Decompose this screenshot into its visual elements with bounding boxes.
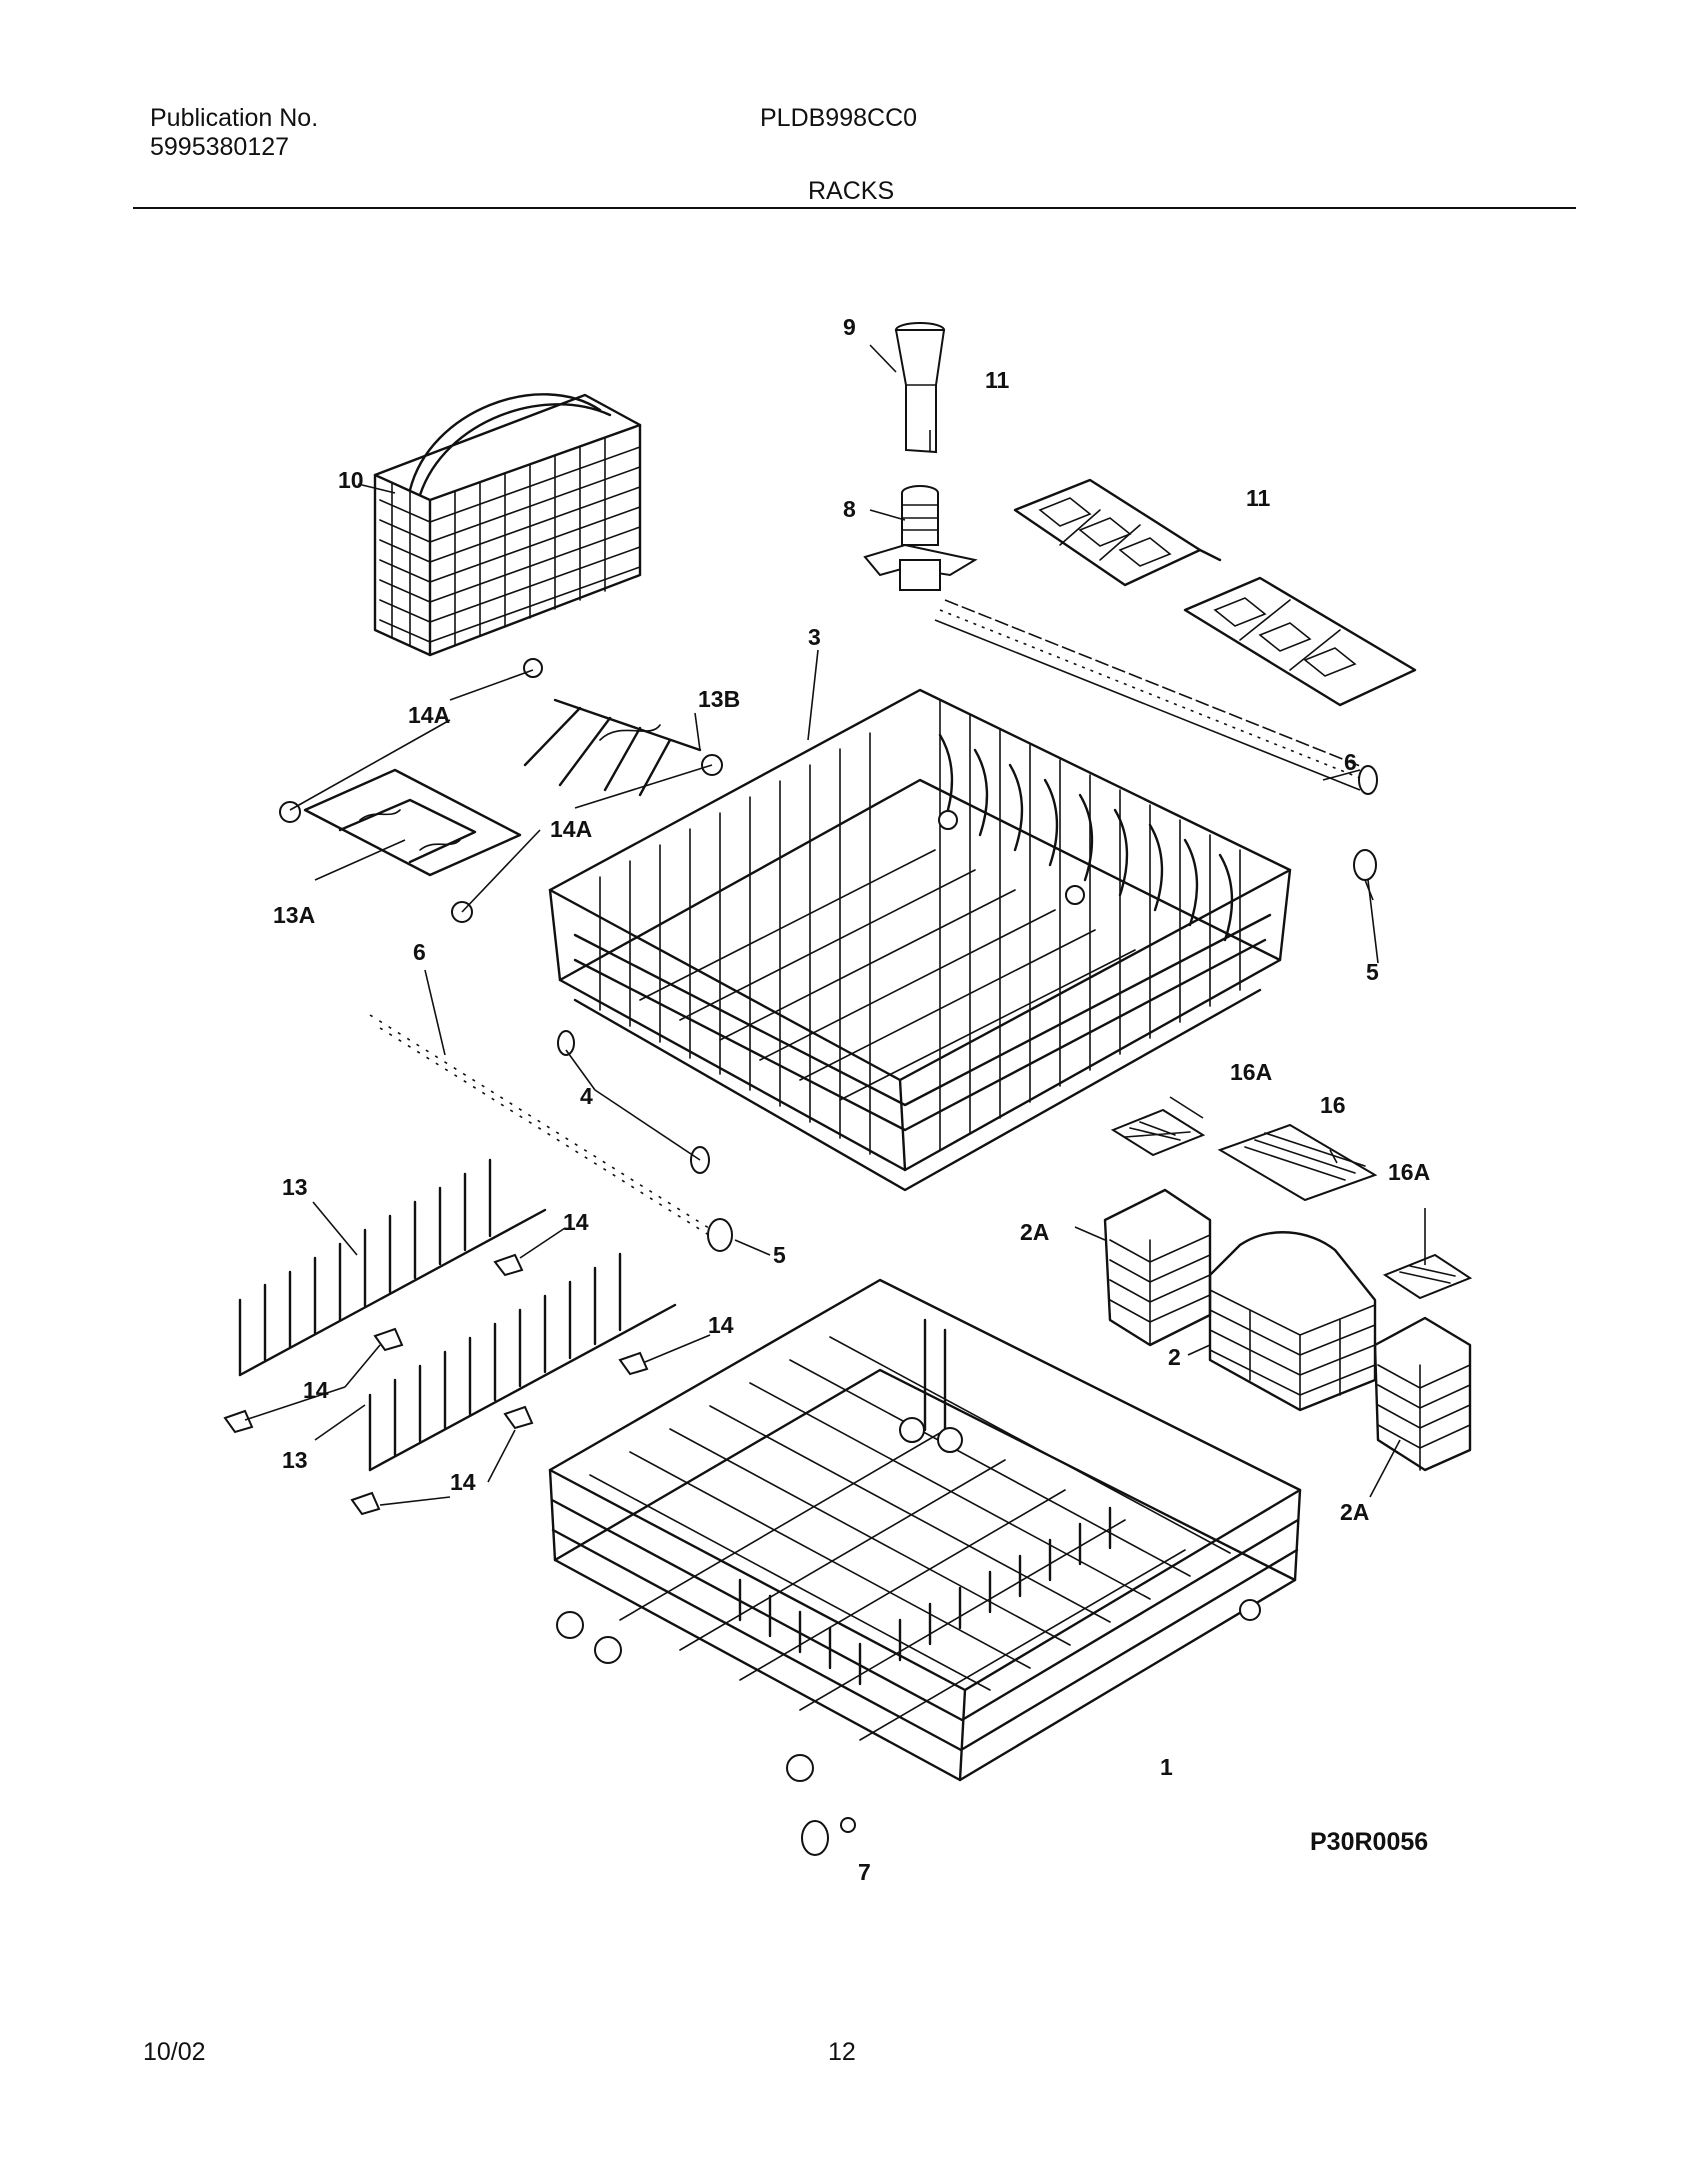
- page-number: 12: [828, 2038, 856, 2066]
- callout-13-lower: 13: [282, 1447, 308, 1473]
- callout-7: 7: [858, 1859, 871, 1885]
- callout-13a: 13A: [273, 902, 315, 928]
- callout-5-upper: 5: [1366, 959, 1379, 985]
- callout-16a-left: 16A: [1230, 1059, 1272, 1085]
- cup-shelf-tines-13b: [523, 698, 702, 797]
- silverware-basket-part: [373, 393, 642, 657]
- rail-end-stop-part: [1353, 849, 1377, 881]
- section-title: RACKS: [808, 177, 895, 205]
- callout-13-upper: 13: [282, 1174, 308, 1200]
- callout-6-upper: 6: [1344, 749, 1357, 775]
- lower-rail-end-stop-part: [707, 1218, 733, 1252]
- basket-cover-16a-right: [1382, 1253, 1473, 1300]
- leader-lines: [244, 344, 1426, 1506]
- callout-16a-right: 16A: [1388, 1159, 1430, 1185]
- small-basket-2a-right: [1373, 1316, 1472, 1472]
- callout-2a-right: 2A: [1340, 1499, 1369, 1525]
- callout-14-middle-right: 14: [708, 1312, 734, 1338]
- rack-wheel-part: [801, 1817, 856, 1856]
- publication-number: 5995380127: [150, 133, 290, 161]
- callout-6-lower: 6: [413, 939, 426, 965]
- publication-label: Publication No.: [150, 104, 319, 132]
- spray-nozzle-part: [863, 485, 978, 591]
- callout-16: 16: [1320, 1092, 1346, 1118]
- callout-2a-left: 2A: [1020, 1219, 1049, 1245]
- callout-14-upper-right: 14: [563, 1209, 589, 1235]
- nozzle-cap-part: [894, 322, 946, 454]
- callout-14-bottom: 14: [450, 1469, 476, 1495]
- tine-clip-14: [223, 1253, 649, 1516]
- callout-11-shelf: 11: [1246, 485, 1271, 511]
- callout-9: 9: [843, 314, 856, 340]
- basket-cover-16a-left: [1110, 1108, 1206, 1157]
- small-basket-2a-left: [1103, 1188, 1212, 1347]
- callout-14-left: 14: [303, 1377, 329, 1403]
- upper-rail-part: [934, 599, 1378, 795]
- cup-shelf-tines-13a: [303, 768, 522, 877]
- callout-3: 3: [808, 624, 821, 650]
- callout-8: 8: [843, 496, 856, 522]
- lower-tine-row-lower: [368, 1252, 677, 1472]
- upper-rack-part: [548, 688, 1292, 1192]
- header-rule: [133, 207, 1576, 209]
- lower-rack-part: [548, 1278, 1302, 1782]
- callout-14a-upper: 14A: [408, 702, 450, 728]
- callout-1: 1: [1160, 1754, 1173, 1780]
- callout-10: 10: [338, 467, 364, 493]
- callout-5-lower: 5: [773, 1242, 786, 1268]
- callout-14a-lower: 14A: [550, 816, 592, 842]
- callout-2: 2: [1168, 1344, 1181, 1370]
- model-number: PLDB998CC0: [760, 104, 918, 132]
- callout-11-top: 11: [985, 367, 1010, 393]
- large-basket-2: [1208, 1231, 1377, 1412]
- callout-4: 4: [580, 1083, 593, 1109]
- footer-date: 10/02: [143, 2038, 206, 2066]
- callout-13b: 13B: [698, 686, 740, 712]
- lower-tine-row-upper: [238, 1158, 547, 1377]
- drawing-code: P30R0056: [1310, 1828, 1428, 1856]
- basket-cover-16: [1217, 1123, 1378, 1202]
- cup-shelf-part: [1013, 478, 1417, 707]
- lower-rail-part: [369, 1014, 721, 1243]
